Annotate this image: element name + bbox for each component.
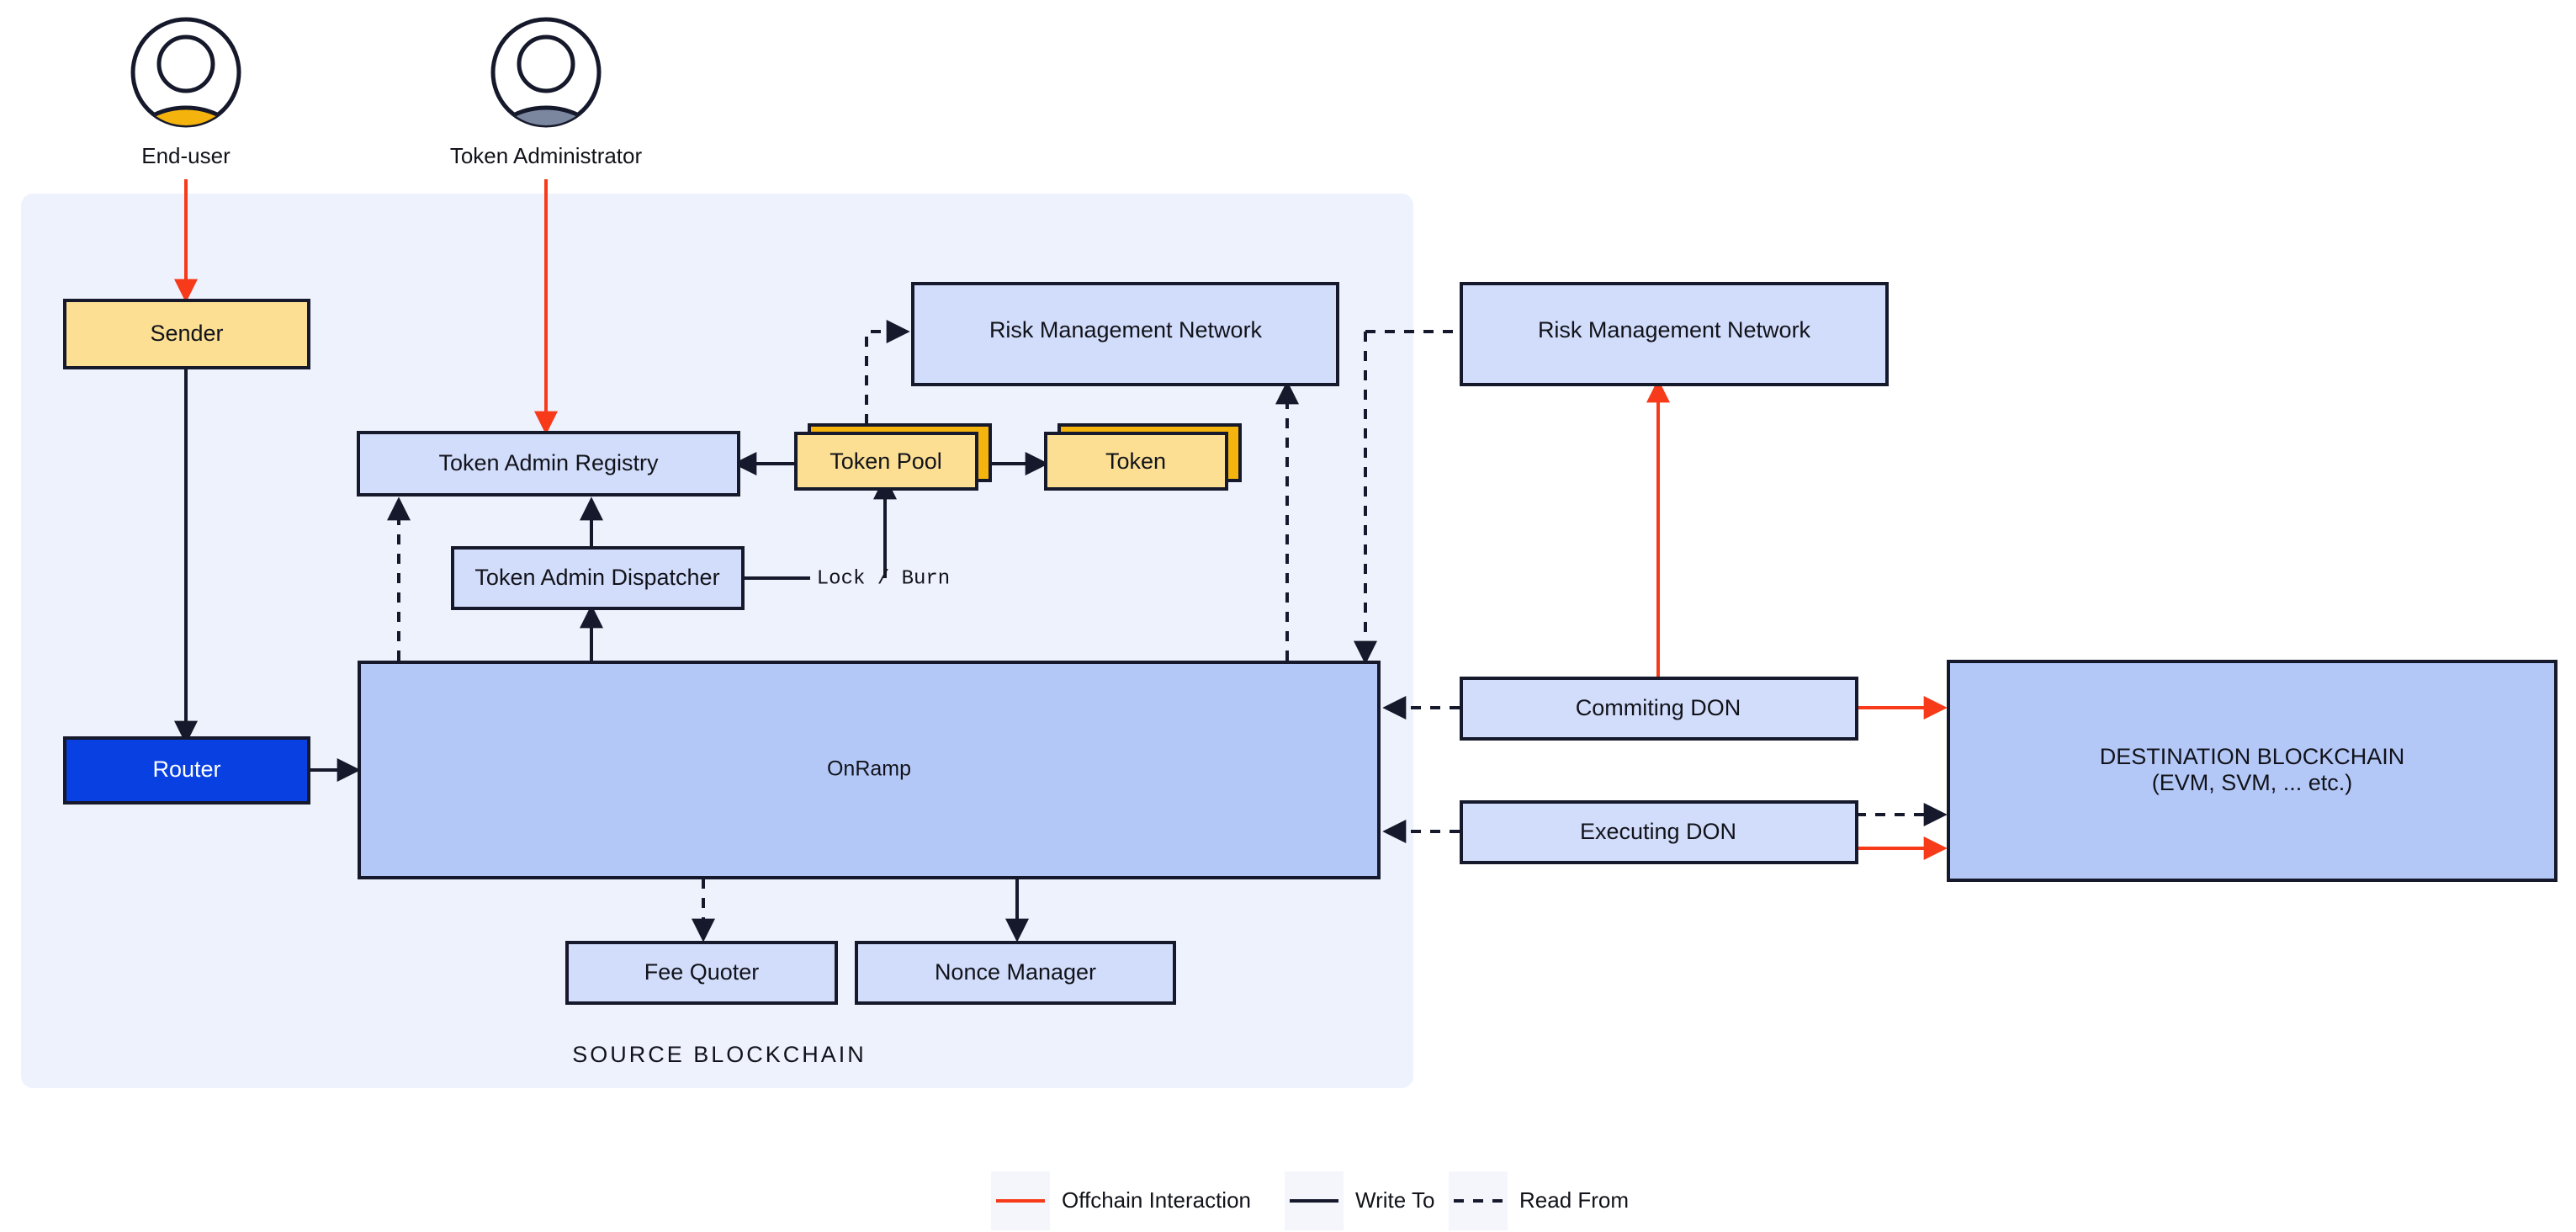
node-token-pool-label: Token Pool <box>830 449 942 474</box>
node-rmn-source-label: Risk Management Network <box>989 317 1263 343</box>
legend-label-read-from: Read From <box>1519 1187 1629 1213</box>
node-nonce-manager-label: Nonce Manager <box>935 959 1096 985</box>
node-fee-quoter[interactable]: Fee Quoter <box>565 941 838 1005</box>
node-nonce-manager[interactable]: Nonce Manager <box>855 941 1176 1005</box>
node-destination-blockchain[interactable]: DESTINATION BLOCKCHAIN (EVM, SVM, ... et… <box>1947 660 2557 882</box>
node-fee-quoter-label: Fee Quoter <box>644 959 760 985</box>
destination-blockchain-label-line1: DESTINATION BLOCKCHAIN <box>2100 744 2405 769</box>
node-executing-don[interactable]: Executing DON <box>1460 800 1858 864</box>
node-router-label: Router <box>152 757 220 782</box>
node-token-admin-dispatcher-label: Token Admin Dispatcher <box>474 565 719 590</box>
node-risk-management-network-source[interactable]: Risk Management Network <box>911 282 1339 386</box>
legend-label-offchain-interaction: Offchain Interaction <box>1062 1187 1251 1213</box>
legend-label-write-to: Write To <box>1355 1187 1434 1213</box>
edge-lock-burn-to-token-pool <box>743 480 885 580</box>
legend-item-read-from: Read From <box>1449 1171 1629 1230</box>
legend-item-offchain-interaction: Offchain Interaction <box>991 1171 1251 1230</box>
node-commiting-don[interactable]: Commiting DON <box>1460 677 1858 741</box>
actor-end-user: End-user <box>130 17 241 168</box>
legend: Offchain Interaction Write To Read From <box>991 1171 1629 1230</box>
node-token[interactable]: Token <box>1044 423 1242 491</box>
node-token-admin-registry[interactable]: Token Admin Registry <box>357 431 740 497</box>
node-onramp[interactable]: OnRamp <box>358 661 1381 879</box>
end-user-shoulders <box>133 105 239 125</box>
node-token-admin-registry-label: Token Admin Registry <box>438 450 659 475</box>
token-administrator-label: Token Administrator <box>450 143 643 168</box>
actor-token-administrator: Token Administrator <box>450 17 643 168</box>
node-sender-label: Sender <box>150 321 223 346</box>
legend-item-write-to: Write To <box>1285 1171 1434 1230</box>
end-user-head-icon <box>156 35 215 93</box>
node-executing-don-label: Executing DON <box>1580 819 1736 844</box>
edge-token-pool-to-rmn-source <box>865 320 910 443</box>
node-token-pool[interactable]: Token Pool <box>794 423 992 491</box>
node-router[interactable]: Router <box>63 736 310 805</box>
token-administrator-head-icon <box>517 35 575 93</box>
token-administrator-shoulders <box>493 105 599 125</box>
edge-label-lock-burn: Lock / Burn <box>817 567 950 590</box>
node-risk-management-network-offchain[interactable]: Risk Management Network <box>1460 282 1889 386</box>
node-sender[interactable]: Sender <box>63 299 310 369</box>
destination-blockchain-label-line2: (EVM, SVM, ... etc.) <box>2152 770 2353 795</box>
node-onramp-label: OnRamp <box>827 757 911 781</box>
source-blockchain-caption: SOURCE BLOCKCHAIN <box>572 1042 867 1067</box>
node-token-admin-dispatcher[interactable]: Token Admin Dispatcher <box>451 546 745 610</box>
node-commiting-don-label: Commiting DON <box>1576 695 1741 720</box>
node-rmn-offchain-label: Risk Management Network <box>1538 317 1811 343</box>
node-token-label: Token <box>1105 449 1166 474</box>
end-user-label: End-user <box>141 143 231 168</box>
